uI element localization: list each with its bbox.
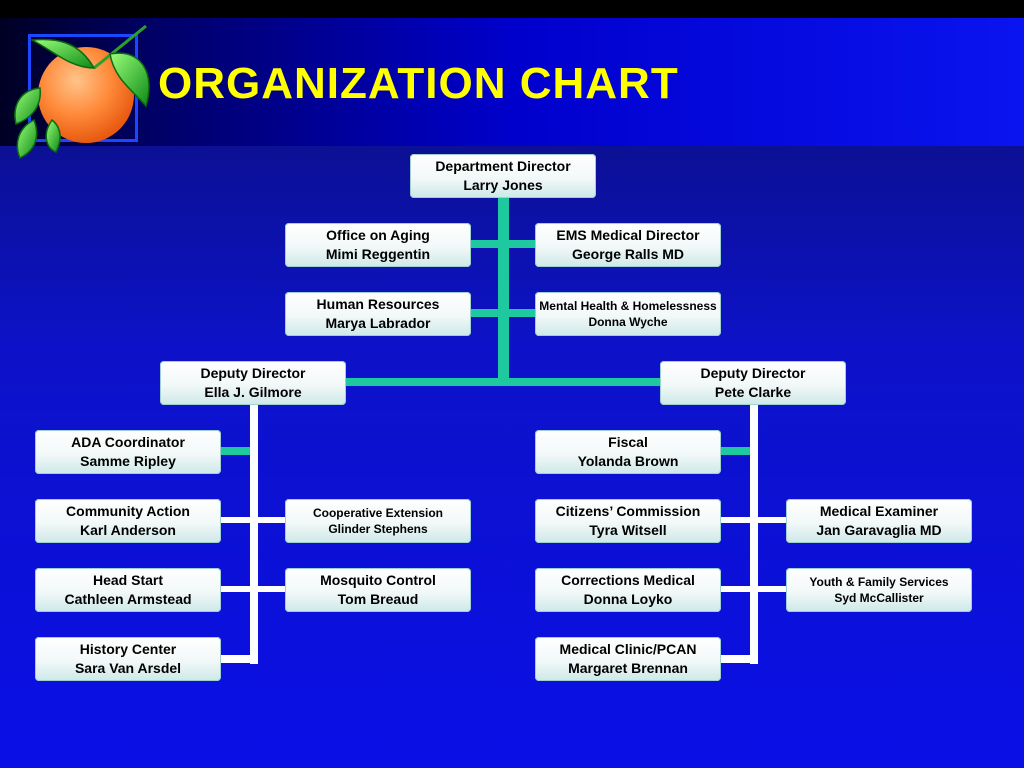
node-human-resources: Human Resources Marya Labrador	[285, 292, 471, 336]
node-name: Samme Ripley	[80, 453, 176, 469]
node-role: Deputy Director	[700, 365, 806, 381]
branch-fiscal	[720, 447, 750, 455]
node-name: Syd McCallister	[834, 591, 924, 605]
node-role: Medical Examiner	[819, 503, 939, 519]
node-community-action: Community Action Karl Anderson	[35, 499, 221, 543]
node-role: Deputy Director	[200, 365, 306, 381]
node-head-start: Head Start Cathleen Armstead	[35, 568, 221, 612]
node-role: Corrections Medical	[561, 572, 695, 588]
header-band	[0, 18, 1024, 146]
node-fiscal: Fiscal Yolanda Brown	[535, 430, 721, 474]
node-name: Donna Loyko	[583, 591, 673, 607]
branch-headstart	[220, 586, 250, 592]
left-spine	[250, 404, 258, 664]
node-corrections-medical: Corrections Medical Donna Loyko	[535, 568, 721, 612]
node-name: Mimi Reggentin	[325, 246, 431, 262]
node-department-director: Department Director Larry Jones	[410, 154, 596, 198]
node-name: Sara Van Arsdel	[74, 660, 182, 676]
branch-corrections	[720, 586, 750, 592]
node-role: Community Action	[66, 503, 190, 519]
node-ada-coordinator: ADA Coordinator Samme Ripley	[35, 430, 221, 474]
node-medical-clinic-pcan: Medical Clinic/PCAN Margaret Brennan	[535, 637, 721, 681]
branch-clinic	[720, 655, 758, 663]
branch-aging-ems	[469, 240, 537, 248]
branch-history	[220, 655, 258, 663]
node-name: Donna Wyche	[588, 315, 668, 329]
node-role: Cooperative Extension	[312, 506, 444, 520]
node-name: Karl Anderson	[80, 522, 176, 538]
node-name: Pete Clarke	[714, 384, 792, 400]
branch-mosquito	[258, 586, 286, 592]
node-ems-medical-director: EMS Medical Director George Ralls MD	[535, 223, 721, 267]
node-name: Yolanda Brown	[577, 453, 679, 469]
node-name: Larry Jones	[463, 177, 543, 193]
node-role: History Center	[79, 641, 177, 657]
node-deputy-director-left: Deputy Director Ella J. Gilmore	[160, 361, 346, 405]
node-name: George Ralls MD	[571, 246, 685, 262]
node-youth-family-services: Youth & Family Services Syd McCallister	[786, 568, 972, 612]
orange-with-leaves-icon	[14, 24, 150, 160]
node-cooperative-extension: Cooperative Extension Glinder Stephens	[285, 499, 471, 543]
node-name: Tom Breaud	[337, 591, 419, 607]
node-name: Margaret Brennan	[568, 660, 688, 676]
branch-examiner	[758, 517, 786, 523]
trunk-line	[498, 197, 509, 384]
node-mental-health: Mental Health & Homelessness Donna Wyche	[535, 292, 721, 336]
branch-youth	[758, 586, 786, 592]
branch-coop	[258, 517, 286, 523]
node-role: Department Director	[435, 158, 571, 174]
node-role: EMS Medical Director	[556, 227, 700, 243]
node-role: Mental Health & Homelessness	[539, 299, 717, 313]
node-role: Youth & Family Services	[809, 575, 949, 589]
node-role: Head Start	[92, 572, 164, 588]
branch-community	[220, 517, 250, 523]
node-role: ADA Coordinator	[71, 434, 185, 450]
node-deputy-director-right: Deputy Director Pete Clarke	[660, 361, 846, 405]
branch-hr-mental	[469, 309, 537, 317]
node-role: Mosquito Control	[320, 572, 436, 588]
node-mosquito-control: Mosquito Control Tom Breaud	[285, 568, 471, 612]
node-name: Glinder Stephens	[328, 522, 428, 536]
branch-deputies	[346, 378, 662, 386]
node-medical-examiner: Medical Examiner Jan Garavaglia MD	[786, 499, 972, 543]
top-black-bar	[0, 0, 1024, 18]
node-role: Medical Clinic/PCAN	[559, 641, 697, 657]
node-name: Marya Labrador	[325, 315, 431, 331]
branch-ada	[220, 447, 250, 455]
node-role: Human Resources	[316, 296, 440, 312]
branch-citizens	[720, 517, 750, 523]
node-name: Tyra Witsell	[589, 522, 667, 538]
node-role: Fiscal	[608, 434, 648, 450]
node-name: Ella J. Gilmore	[204, 384, 302, 400]
node-name: Cathleen Armstead	[64, 591, 192, 607]
node-office-on-aging: Office on Aging Mimi Reggentin	[285, 223, 471, 267]
right-spine	[750, 404, 758, 664]
node-history-center: History Center Sara Van Arsdel	[35, 637, 221, 681]
page-title: ORGANIZATION CHART	[158, 59, 679, 108]
node-role: Office on Aging	[326, 227, 430, 243]
node-role: Citizens’ Commission	[555, 503, 701, 519]
node-name: Jan Garavaglia MD	[816, 522, 942, 538]
node-citizens-commission: Citizens’ Commission Tyra Witsell	[535, 499, 721, 543]
